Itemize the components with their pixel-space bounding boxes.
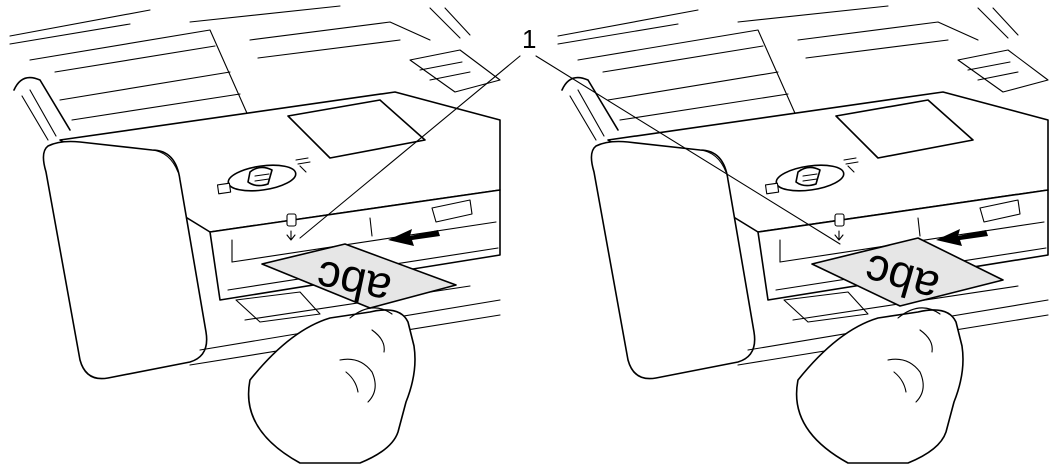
callout-group: 1 xyxy=(299,24,841,245)
card-right xyxy=(811,237,1004,307)
hand-left xyxy=(247,307,416,464)
card-left xyxy=(261,243,457,309)
hand-right xyxy=(795,307,964,464)
callout-leader-right xyxy=(535,55,841,245)
left-panel: abc xyxy=(9,5,501,464)
right-panel: abc xyxy=(557,5,1049,464)
callout-leader-left xyxy=(299,55,521,239)
scanner-illustration-right xyxy=(557,5,1049,380)
callout-number: 1 xyxy=(522,24,536,54)
scanner-illustration-left xyxy=(9,5,501,380)
